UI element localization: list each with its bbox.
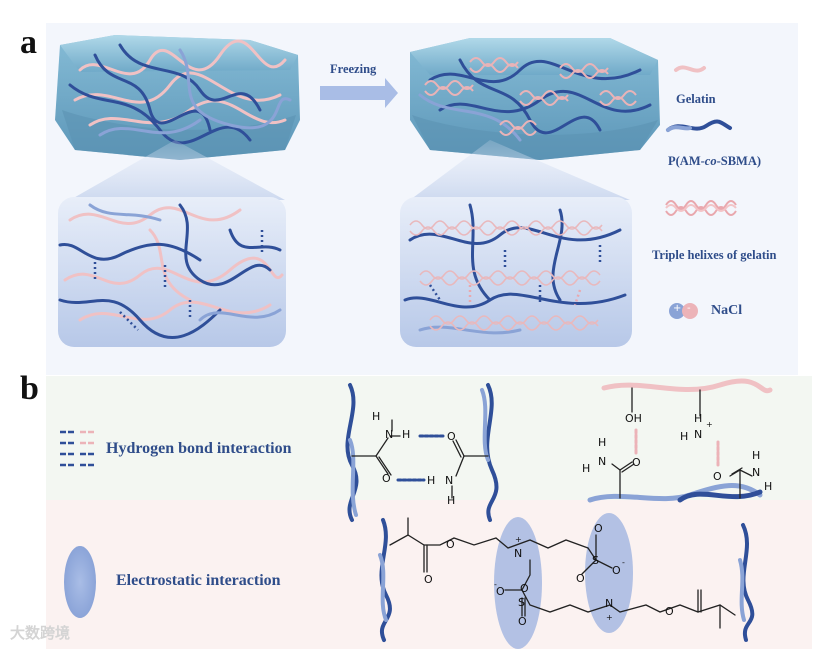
zoom-box-left — [58, 197, 286, 347]
atom-o: O — [496, 585, 505, 598]
cation-sign: + — [673, 303, 682, 314]
anion-sign: - — [687, 303, 691, 314]
atom-o: O — [594, 522, 603, 535]
triple-helices-right-block — [424, 57, 637, 136]
panel-b-electrostatic-background — [46, 500, 812, 649]
legend-gelatin-label: Gelatin — [676, 92, 716, 106]
zoom-cone-right — [410, 140, 630, 200]
atom-s: S — [518, 596, 525, 609]
atom-h: H — [680, 430, 689, 443]
atom-n: N — [605, 597, 614, 610]
atom-o: O — [713, 470, 722, 483]
atom-h: H — [764, 480, 773, 493]
atom-n: N — [598, 455, 607, 468]
atom-o: O — [612, 564, 621, 577]
electrostatic-legend-icon — [64, 546, 96, 618]
freezing-label: Freezing — [330, 62, 377, 76]
zoom-cone-left — [70, 140, 285, 200]
atom-oh: OH — [625, 412, 642, 425]
gelatin-legend-icon — [674, 65, 706, 73]
atom-h: H — [427, 474, 436, 487]
legend-polymer-label: P(AM-co-SBMA) — [668, 154, 762, 168]
amide-pair-hbond — [345, 383, 499, 522]
panel-a-letter: a — [20, 24, 37, 61]
atom-h: H — [447, 494, 456, 507]
atom-o: O — [576, 572, 585, 585]
atom-n: N — [694, 428, 703, 441]
hbond-legend-icon — [60, 430, 94, 467]
atom-o: O — [520, 582, 529, 595]
gelatin-polymer-hbond — [587, 378, 773, 503]
charge-minus: - — [494, 580, 497, 589]
atom-h: H — [694, 412, 703, 425]
charge-plus: + — [606, 613, 613, 622]
panel-b-letter: b — [20, 370, 39, 407]
atom-h: H — [582, 462, 591, 475]
electrostatic-label: Electrostatic interaction — [116, 572, 281, 589]
charge-plus: + — [706, 420, 713, 429]
atom-n: N — [445, 474, 454, 487]
atom-o: O — [424, 573, 433, 586]
atom-o: O — [447, 430, 456, 443]
charge-minus: - — [622, 558, 625, 567]
atom-h: H — [598, 436, 607, 449]
atom-h: H — [372, 410, 381, 423]
atom-o: O — [446, 538, 455, 551]
atom-s: S — [592, 554, 599, 567]
atom-o: O — [518, 615, 527, 628]
atom-o: O — [382, 472, 391, 485]
hydrogen-bond-label: Hydrogen bond interaction — [106, 440, 292, 457]
legend-nacl-label: NaCl — [711, 303, 743, 318]
freezing-arrow — [320, 78, 398, 108]
watermark-text: 大数跨境 — [10, 624, 71, 642]
atom-o: O — [665, 605, 674, 618]
network-left-block — [68, 39, 292, 145]
legend-triple-helix-label: Triple helixes of gelatin — [652, 248, 777, 262]
atom-o: O — [632, 456, 641, 469]
charge-plus: + — [515, 535, 522, 544]
atom-n: N — [514, 547, 523, 560]
atom-n: N — [752, 466, 761, 479]
nacl-legend-icon — [669, 303, 698, 319]
triple-helix-legend-icon — [665, 200, 737, 216]
atom-h: H — [402, 428, 411, 441]
zwitterion-pair — [378, 513, 755, 649]
panel-b-hbond-background — [46, 376, 812, 504]
atom-h: H — [752, 449, 761, 462]
zoom-box-right — [400, 197, 632, 347]
atom-n: N — [385, 428, 394, 441]
